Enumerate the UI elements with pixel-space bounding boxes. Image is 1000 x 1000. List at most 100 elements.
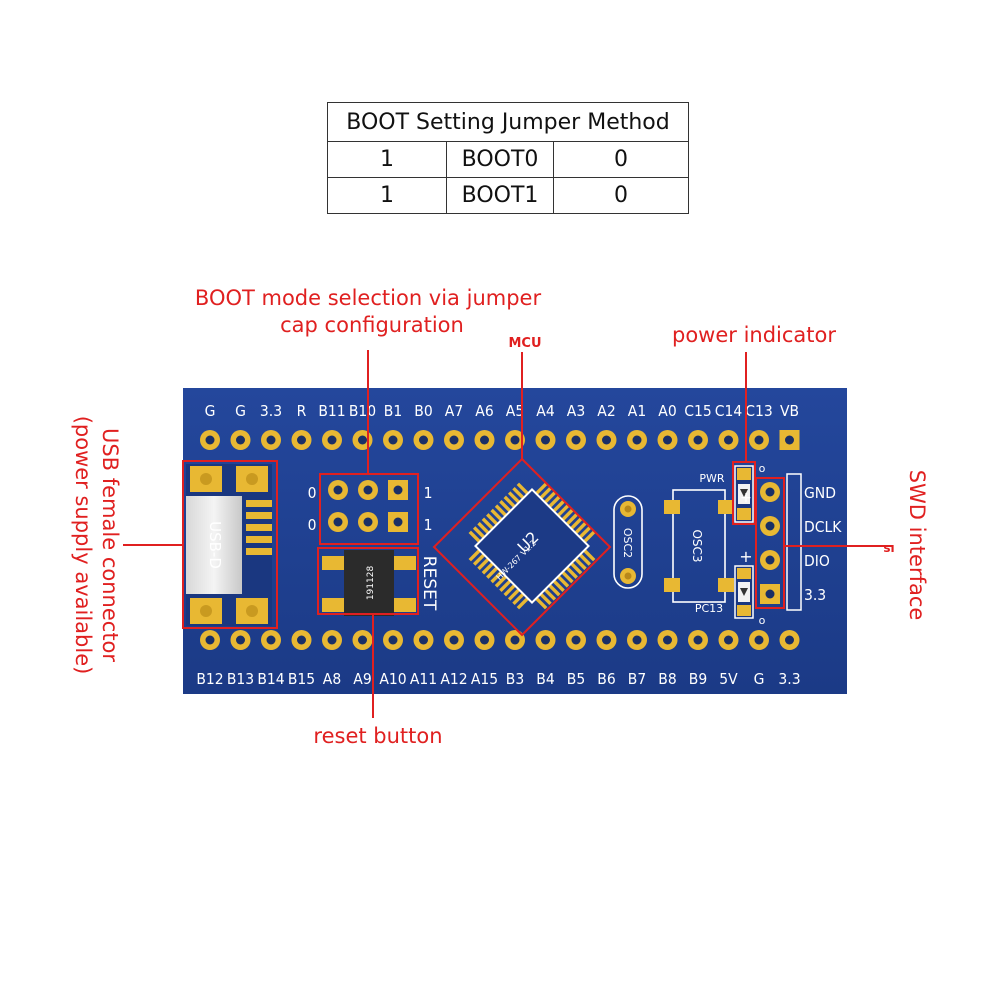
chip-lead xyxy=(535,597,548,610)
bottom-pin-label: A15 xyxy=(471,670,498,688)
table-header-row: BOOT Setting Jumper Method xyxy=(326,102,690,142)
chip-lead xyxy=(468,549,481,562)
top-header-pin xyxy=(779,430,800,450)
boot-jumper-pin xyxy=(358,512,378,532)
chip-lead xyxy=(539,486,552,500)
bottom-pin-label: A11 xyxy=(410,670,437,688)
bottom-pin-label: B4 xyxy=(536,670,555,688)
top-header-pin xyxy=(535,430,556,450)
bottom-header-pin xyxy=(444,630,464,650)
top-header-pin xyxy=(688,430,708,450)
chip-lead xyxy=(499,579,512,592)
chip-lead xyxy=(565,566,578,579)
swd-pin xyxy=(760,482,780,502)
circle-mark-top: o xyxy=(759,462,766,475)
bottom-header-pin xyxy=(505,630,525,650)
power-indicator-annotation: power indicator xyxy=(672,323,836,347)
mcu-highlight-box xyxy=(432,457,612,637)
top-header-pin xyxy=(596,430,617,450)
boot-jumper-pin xyxy=(388,480,408,500)
annotation-lines xyxy=(123,350,893,718)
top-header-pin xyxy=(352,430,373,450)
bottom-header-pin xyxy=(657,630,678,650)
bottom-pin-label: B6 xyxy=(597,670,615,688)
top-pin-label: G xyxy=(235,402,246,420)
osc2-label: OSC2 xyxy=(621,528,634,558)
top-header-pin xyxy=(444,430,464,450)
bottom-pin-label: B9 xyxy=(689,670,707,688)
top-pin-label: B1 xyxy=(384,402,402,420)
boot-jumper-pin xyxy=(388,512,408,532)
bottom-header-pin xyxy=(779,630,800,650)
chip-lead xyxy=(481,517,494,530)
boot-mode-annotation-line1: BOOT mode selection via jumper xyxy=(195,286,542,310)
top-header-pin xyxy=(474,430,495,450)
swd-pin-label: GND xyxy=(804,484,836,502)
swd-highlight-box xyxy=(755,477,785,609)
chip-lead xyxy=(578,553,592,566)
chip-lead xyxy=(490,508,503,522)
top-header-pin xyxy=(322,430,342,450)
osc2-crystal: OSC2 xyxy=(613,495,643,589)
boot-jumper-pin xyxy=(328,480,348,500)
bottom-pin-label: B7 xyxy=(628,670,646,688)
bottom-pin-label: A8 xyxy=(323,670,341,688)
chip-lead xyxy=(578,526,592,539)
chip-lead xyxy=(539,592,552,606)
chip-lead xyxy=(561,508,574,522)
top-pin-label: A4 xyxy=(536,402,555,420)
bottom-pin-label: B8 xyxy=(658,670,676,688)
top-header-pin xyxy=(261,430,281,450)
usb-silkscreen: USB-D xyxy=(206,521,224,569)
bottom-pin-label: B12 xyxy=(196,670,223,688)
bottom-header-pin xyxy=(566,630,586,650)
boot-jumper-block: 0 0 1 1 xyxy=(308,480,433,534)
chip-lead xyxy=(535,482,548,495)
pwr-label: PWR xyxy=(699,472,725,485)
pc13-label: PC13 xyxy=(695,602,723,615)
swd-pin-label: 3.3 xyxy=(804,586,826,604)
plus-mark-2: + xyxy=(740,490,752,506)
chip-lead xyxy=(481,562,494,575)
bottom-header-pin xyxy=(200,630,220,650)
chip-lead xyxy=(552,500,565,513)
boot-jumper-pin xyxy=(328,512,348,532)
bottom-pin-label: A9 xyxy=(353,670,371,688)
top-pin-label: 3.3 xyxy=(260,402,282,420)
bottom-header-pin xyxy=(230,630,251,650)
bottom-pin-label: B13 xyxy=(227,670,254,688)
top-header-pin xyxy=(291,430,312,450)
top-pin-label: A5 xyxy=(506,402,524,420)
plus-mark-1: + xyxy=(739,547,752,566)
swd-pin xyxy=(760,584,780,604)
bottom-header-pin xyxy=(749,630,769,650)
bottom-pin-label: 5V xyxy=(719,670,738,688)
boot-label-0a: 0 xyxy=(308,484,317,502)
swd-header: GND DCLK DIO 3.3 xyxy=(760,473,842,611)
boot-label-1a: 1 xyxy=(424,484,433,502)
bottom-header-pin xyxy=(627,630,647,650)
swd-pin-label: DCLK xyxy=(804,518,842,536)
top-pin-label: C14 xyxy=(715,402,743,420)
button-marking: 191128 xyxy=(366,566,376,601)
usb-annotation-line2: (power supply available) xyxy=(71,416,95,675)
top-pin-label: A0 xyxy=(658,402,676,420)
reset-silkscreen: RESET xyxy=(419,556,439,611)
chip-lead xyxy=(565,513,578,526)
bottom-pin-label: B15 xyxy=(288,670,315,688)
chip-lead xyxy=(561,570,574,584)
reset-button[interactable]: 191128 xyxy=(322,550,416,616)
bottom-pin-header xyxy=(200,630,800,650)
bottom-header-pin xyxy=(352,630,373,650)
chip-lead xyxy=(512,592,525,606)
bottom-header-pin xyxy=(291,630,312,650)
chip-lead xyxy=(503,584,516,597)
top-pin-label: B11 xyxy=(318,402,345,420)
chip-lead xyxy=(507,588,521,601)
top-pin-label: A1 xyxy=(628,402,646,420)
swd-pin-label: DIO xyxy=(804,552,830,570)
bottom-pin-label: A12 xyxy=(440,670,467,688)
chip-lead xyxy=(552,579,565,592)
